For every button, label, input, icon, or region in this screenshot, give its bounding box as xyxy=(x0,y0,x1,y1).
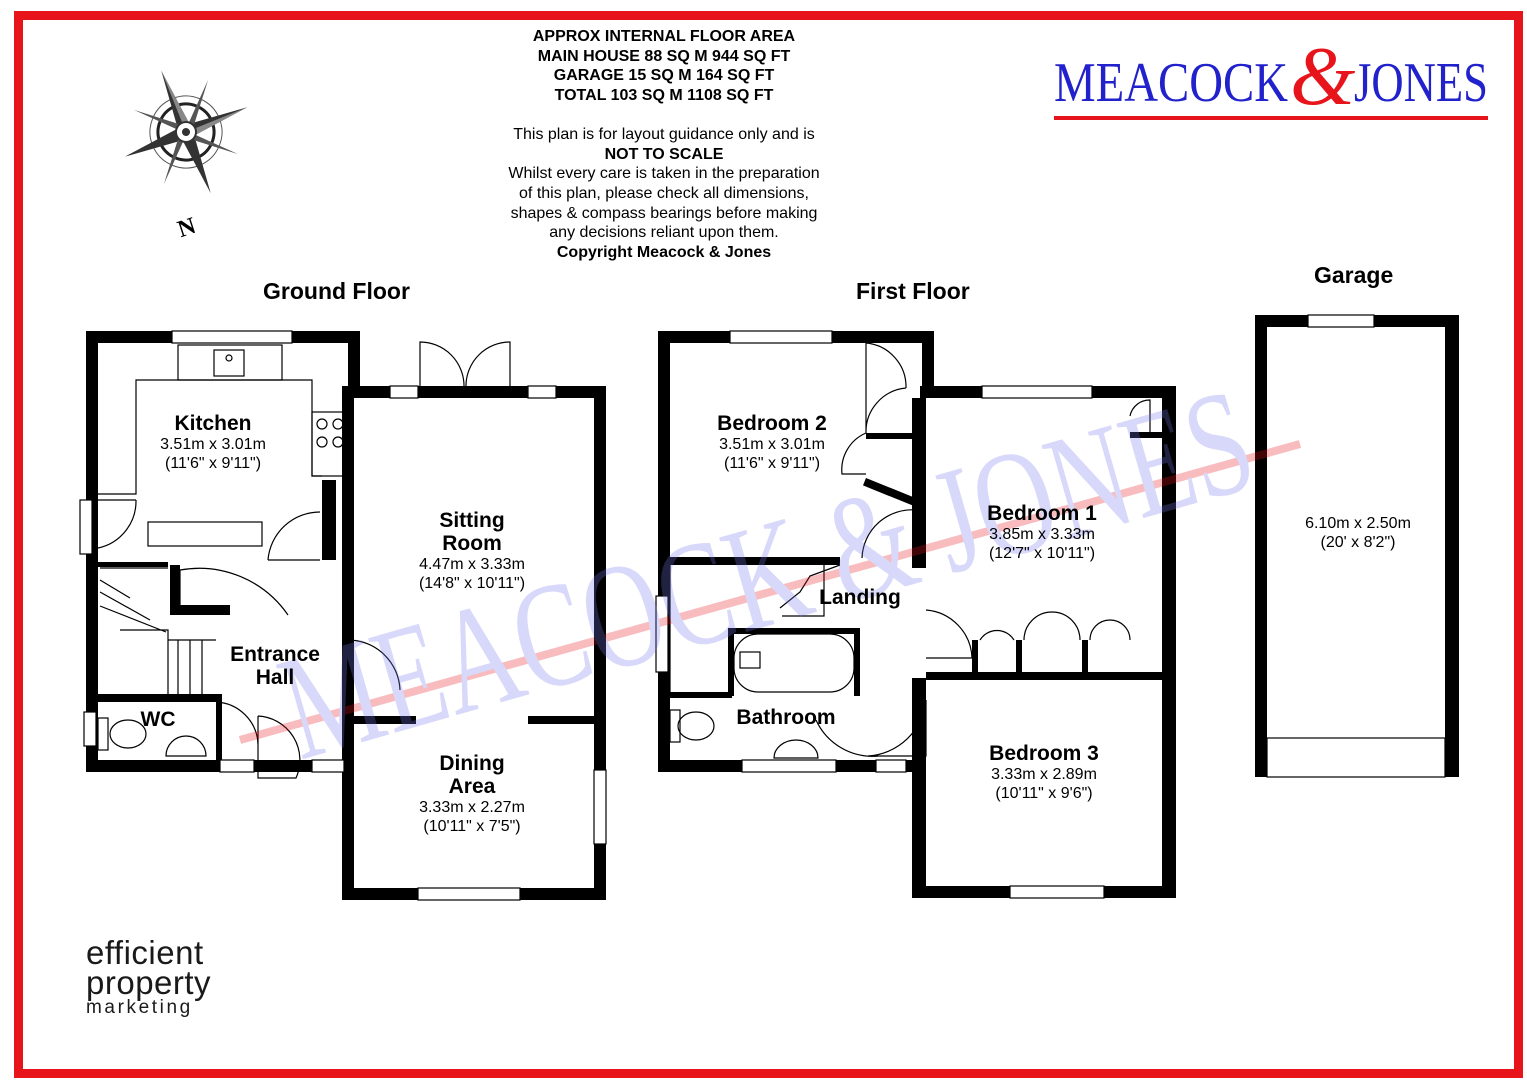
logo-text-left: MEACOCK xyxy=(1054,52,1288,114)
disclaimer-text: of this plan, please check all dimension… xyxy=(519,184,809,202)
room-bedroom-2: Bedroom 2 3.51m x 3.01m (11'6" x 9'11") xyxy=(717,412,827,472)
floor-area-summary: APPROX INTERNAL FLOOR AREA MAIN HOUSE 88… xyxy=(440,27,888,263)
efficient-property-marketing-logo: efficient property marketing xyxy=(86,934,266,1018)
room-kitchen: Kitchen 3.51m x 3.01m (11'6" x 9'11") xyxy=(160,412,266,472)
room-landing: Landing xyxy=(819,586,901,609)
meacock-jones-logo: MEACOCK & JONES xyxy=(1052,30,1492,124)
room-wc: WC xyxy=(140,708,176,731)
area-line: TOTAL 103 SQ M 1108 SQ FT xyxy=(554,87,774,105)
garage-title: Garage xyxy=(1314,262,1394,288)
ground-floor-title: Ground Floor xyxy=(263,278,410,304)
logo-line: marketing xyxy=(86,997,193,1018)
logo-ampersand: & xyxy=(1290,44,1356,123)
logo-line: efficient xyxy=(86,934,204,971)
room-entrance-hall: Entrance Hall xyxy=(230,643,320,689)
first-floor-title: First Floor xyxy=(856,278,970,304)
area-line: APPROX INTERNAL FLOOR AREA xyxy=(532,28,796,45)
room-garage: 6.10m x 2.50m (20' x 8'2") xyxy=(1305,515,1411,551)
copyright-text: Copyright Meacock & Jones xyxy=(556,244,772,262)
room-bathroom: Bathroom xyxy=(736,706,836,729)
not-to-scale: NOT TO SCALE xyxy=(604,145,724,163)
area-line: MAIN HOUSE 88 SQ M 944 SQ FT xyxy=(537,47,791,65)
page-border xyxy=(14,11,1523,1078)
disclaimer-text: This plan is for layout guidance only an… xyxy=(513,125,815,143)
logo-line: property xyxy=(86,964,212,1001)
room-bedroom-3: Bedroom 3 3.33m x 2.89m (10'11" x 9'6") xyxy=(989,742,1099,802)
disclaimer-text: shapes & compass bearings before making xyxy=(510,204,818,222)
room-sitting-room: Sitting Room 4.47m x 3.33m (14'8" x 10'1… xyxy=(418,509,526,592)
area-line: GARAGE 15 SQ M 164 SQ FT xyxy=(553,67,775,85)
room-dining-area: Dining Area 3.33m x 2.27m (10'11" x 7'5"… xyxy=(419,752,525,835)
logo-text-right: JONES xyxy=(1354,52,1488,114)
room-bedroom-1: Bedroom 1 3.85m x 3.33m (12'7" x 10'11") xyxy=(987,502,1097,562)
disclaimer-text: any decisions reliant upon them. xyxy=(549,224,779,242)
disclaimer-text: Whilst every care is taken in the prepar… xyxy=(508,165,820,183)
